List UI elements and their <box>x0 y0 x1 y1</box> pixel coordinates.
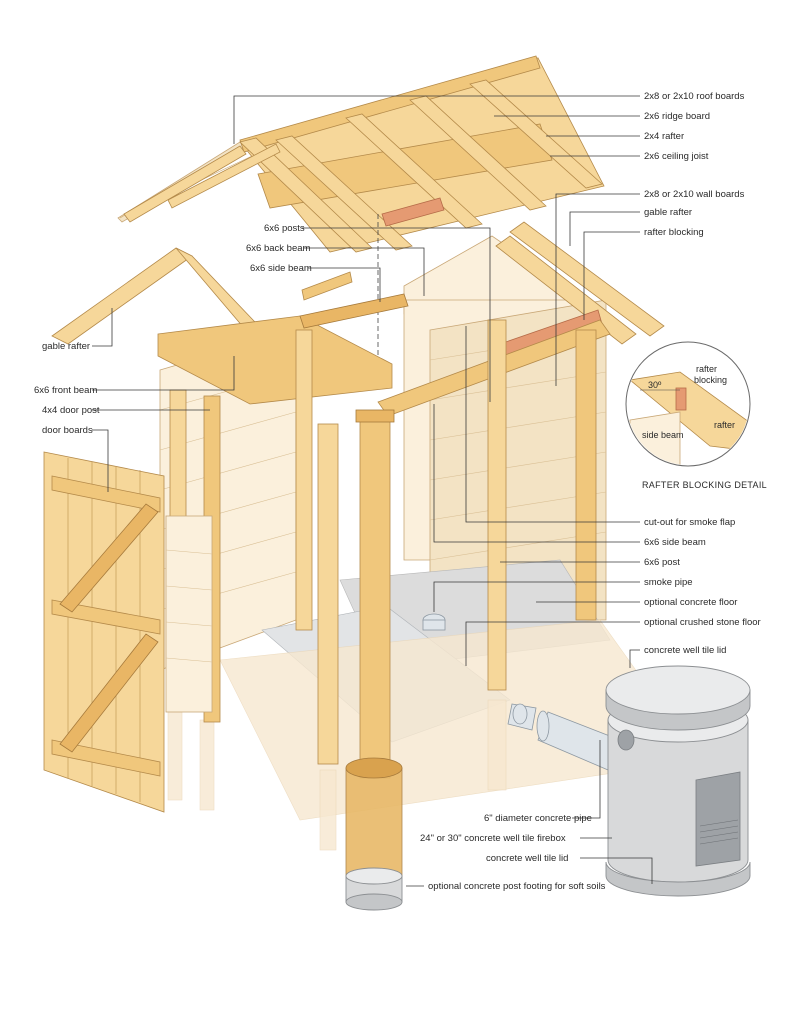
label-posts: 6x6 posts <box>264 223 305 234</box>
rafter-5 <box>469 79 603 189</box>
rafter-left-2 <box>167 143 281 209</box>
label-concrete-pipe: 6" diameter concrete pipe <box>484 813 592 824</box>
leader-lines <box>92 95 653 887</box>
rafter-blocking-top <box>381 197 445 227</box>
rafter-4 <box>409 95 547 211</box>
door <box>43 451 165 813</box>
label-smoke-flap: cut-out for smoke flap <box>644 517 735 528</box>
post-back-left <box>295 329 313 631</box>
label-back-beam: 6x6 back beam <box>246 243 311 254</box>
detail-caption: RAFTER BLOCKING DETAIL <box>642 480 767 490</box>
rafter-3 <box>345 113 483 229</box>
label-concrete-floor: optional concrete floor <box>644 597 737 608</box>
labels: 2x8 or 2x10 roof boards 2x6 ridge board … <box>34 91 761 892</box>
gable-rafter-right-2 <box>495 235 637 345</box>
post-footing <box>345 757 403 911</box>
label-well-tile-lid-bottom: concrete well tile lid <box>486 853 568 864</box>
gable-rafter-left <box>51 247 193 345</box>
label-side-beam-top: 6x6 side beam <box>250 263 312 274</box>
label-well-tile-lid-top: concrete well tile lid <box>644 645 726 656</box>
label-ceiling-joist: 2x6 ceiling joist <box>644 151 709 162</box>
door-diagonal-1 <box>59 503 159 613</box>
side-beam-top-left <box>299 293 409 329</box>
detail-angle-label: 30º <box>648 380 662 390</box>
label-rafter: 2x4 rafter <box>644 131 684 142</box>
label-side-beam: 6x6 side beam <box>644 537 706 548</box>
well-tile-lid-top <box>605 665 751 715</box>
smoke-pipe-body <box>422 619 446 631</box>
rafter-blocking-detail: 30º rafter blocking side beam rafter RAF… <box>625 341 767 490</box>
door-diagonal-2 <box>59 633 159 753</box>
ghost-post-legs <box>167 699 507 851</box>
post-front-main <box>359 417 391 779</box>
label-smoke-pipe: smoke pipe <box>644 577 693 588</box>
door-z-brace-mid <box>51 599 161 635</box>
label-rafter-blocking: rafter blocking <box>644 227 704 238</box>
label-door-boards: door boards <box>42 425 93 436</box>
well-tile-lid-bottom <box>605 861 751 897</box>
label-gable-rafter-left: gable rafter <box>42 341 90 352</box>
door-z-brace-bottom <box>51 739 161 777</box>
ridge-board <box>239 55 541 153</box>
firebox-opening <box>695 771 741 867</box>
front-wall-boards <box>165 515 213 713</box>
post-back-right <box>487 319 507 691</box>
label-ridge-board: 2x6 ridge board <box>644 111 710 122</box>
detail-rafter-blocking-label-1: rafter <box>696 364 717 374</box>
footing-wood-sleeve <box>345 767 403 877</box>
detail-rafter-label: rafter <box>714 420 735 430</box>
label-stone-floor: optional crushed stone floor <box>644 617 761 628</box>
label-door-post: 4x4 door post <box>42 405 100 416</box>
rafter-blocking-loose <box>301 271 353 301</box>
label-front-beam: 6x6 front beam <box>34 385 97 396</box>
gable-rafter-right-1 <box>509 221 665 337</box>
door-panel <box>43 451 165 813</box>
post-front-right <box>575 329 597 621</box>
post-inner <box>317 423 339 765</box>
roof-assembly <box>117 55 605 253</box>
label-post: 6x6 post <box>644 557 680 568</box>
firebox <box>507 665 751 897</box>
rafter-left-1 <box>123 145 247 223</box>
label-gable-rafter-right: gable rafter <box>644 207 692 218</box>
detail-rafter-blocking-label-2: blocking <box>694 375 727 385</box>
detail-side-beam-label: side beam <box>642 430 684 440</box>
door-z-brace-top <box>51 475 161 513</box>
rafter-2 <box>275 135 413 251</box>
label-firebox: 24" or 30" concrete well tile firebox <box>420 833 566 844</box>
firebox-port <box>617 729 635 751</box>
firebox-grate <box>699 819 739 845</box>
label-post-footing: optional concrete post footing for soft … <box>428 881 606 892</box>
post-front-main-cap <box>355 409 395 423</box>
posts <box>295 319 597 779</box>
label-roof-boards: 2x8 or 2x10 roof boards <box>644 91 745 102</box>
label-wall-boards: 2x8 or 2x10 wall boards <box>644 189 745 200</box>
